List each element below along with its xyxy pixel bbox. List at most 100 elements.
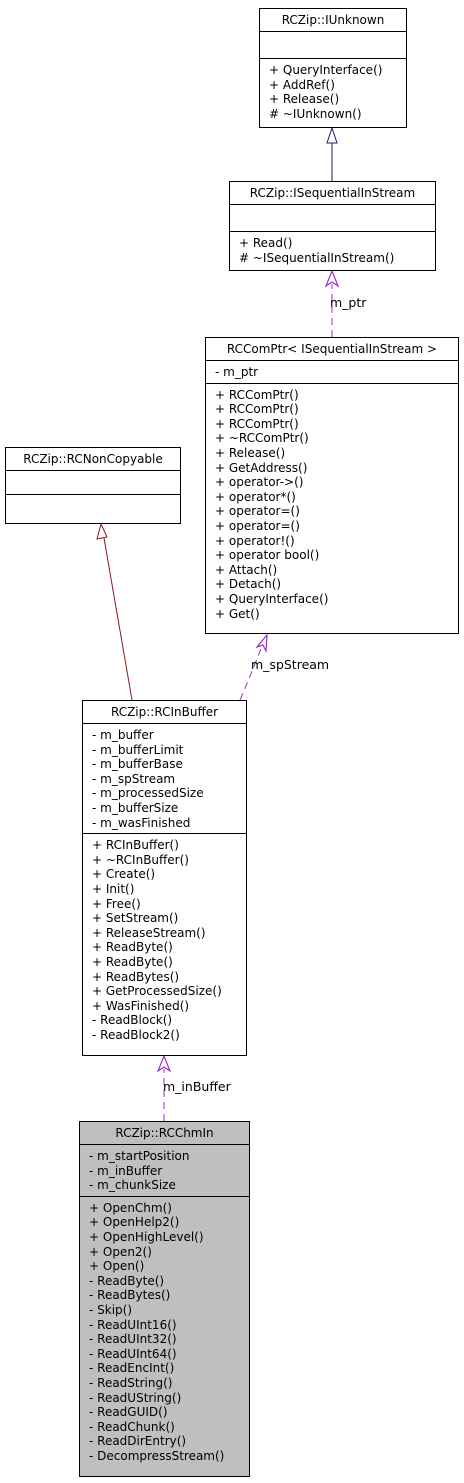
method-row: - ReadUInt32() [89, 1332, 177, 1347]
method-row: + operator bool() [215, 548, 320, 563]
method-row: + WasFinished() [92, 998, 190, 1013]
method-row: - Skip() [89, 1302, 133, 1317]
method-row: + ReleaseStream() [92, 925, 206, 940]
method-row: + Detach() [215, 577, 282, 592]
method-row: + Release() [269, 92, 340, 107]
methods-section: + RCInBuffer()+ ~RCInBuffer()+ Create()+… [83, 833, 246, 1045]
method-row: - ReadString() [89, 1375, 173, 1390]
method-row: - ReadByte() [89, 1273, 165, 1288]
method-row: + Open2() [89, 1244, 152, 1259]
method-row: - ReadBlock2() [92, 1027, 180, 1042]
method-row: + RCComPtr() [215, 387, 299, 402]
method-row: + GetProcessedSize() [92, 984, 222, 999]
methods-section [6, 494, 180, 518]
class-iunknown: RCZip::IUnknown + QueryInterface()+ AddR… [259, 8, 407, 128]
inheritance-edge-rcinbuffer-rcnoncopyable [103, 537, 133, 701]
method-row: + QueryInterface() [269, 63, 383, 77]
method-row: # ~IUnknown() [269, 106, 362, 121]
method-row: + operator->() [215, 475, 304, 490]
usage-arrowhead-m-inbuffer [156, 1054, 172, 1073]
class-rcchmin: RCZip::RCChmIn - m_startPosition- m_inBu… [79, 1121, 250, 1477]
class-title: RCZip::RCNonCopyable [6, 448, 180, 471]
inheritance-arrowhead-rcnoncopyable [96, 522, 108, 540]
usage-edge-m-spstream [239, 645, 263, 701]
methods-section: + Read()# ~ISequentialInStream() [230, 231, 435, 268]
method-row: + operator!() [215, 533, 295, 548]
attributes-section: - m_buffer- m_bufferLimit- m_bufferBase-… [83, 724, 246, 833]
attribute-row: - m_bufferBase [92, 757, 183, 772]
attribute-row: - m_buffer [92, 728, 154, 742]
attributes-section: - m_ptr [206, 361, 458, 383]
attributes-section [6, 471, 180, 494]
attribute-row: - m_inBuffer [89, 1163, 163, 1178]
method-row: + AddRef() [269, 77, 335, 92]
attribute-row: - m_spStream [92, 771, 176, 786]
edge-label-m-spstream: m_spStream [251, 657, 330, 672]
method-row: + RCComPtr() [215, 416, 299, 431]
attribute-row: - m_wasFinished [92, 815, 191, 830]
attribute-row: - m_chunkSize [89, 1178, 176, 1193]
method-row: + Open() [89, 1259, 145, 1274]
attributes-section: - m_startPosition- m_inBuffer- m_chunkSi… [80, 1145, 249, 1196]
inheritance-arrowhead-iunknown [326, 126, 338, 144]
method-row: - ReadDirEntry() [89, 1434, 187, 1449]
method-row: - ReadUInt64() [89, 1346, 177, 1361]
method-row: + GetAddress() [215, 460, 308, 475]
class-title: RCZip::ISequentialInStream [230, 182, 435, 205]
method-row: + OpenHighLevel() [89, 1229, 204, 1244]
method-row: + operator=() [215, 504, 300, 519]
method-row: - DecompressStream() [89, 1448, 225, 1463]
class-rcnoncopyable: RCZip::RCNonCopyable [5, 447, 181, 524]
attribute-row: - m_bufferSize [92, 800, 179, 815]
method-row: + ~RCComPtr() [215, 431, 309, 446]
class-title: RCZip::RCChmIn [80, 1122, 249, 1145]
class-isequentialinstream: RCZip::ISequentialInStream + Read()# ~IS… [229, 181, 436, 271]
method-row: + ReadBytes() [92, 969, 180, 984]
attribute-row: - m_processedSize [92, 786, 204, 801]
method-row: - ReadGUID() [89, 1405, 168, 1420]
attribute-row: - m_bufferLimit [92, 742, 184, 757]
method-row: + ReadByte() [92, 954, 173, 969]
class-rccomptr: RCComPtr< ISequentialInStream > - m_ptr … [205, 337, 459, 634]
method-row: - ReadUString() [89, 1390, 182, 1405]
method-row: + Free() [92, 896, 141, 911]
method-row: + OpenChm() [89, 1200, 172, 1215]
method-row: # ~ISequentialInStream() [239, 250, 395, 265]
class-title: RCZip::IUnknown [260, 9, 406, 32]
method-row: + ~RCInBuffer() [92, 852, 189, 867]
method-row: + Create() [92, 867, 156, 882]
methods-section: + OpenChm()+ OpenHelp2()+ OpenHighLevel(… [80, 1195, 249, 1467]
class-rcinbuffer: RCZip::RCInBuffer - m_buffer- m_bufferLi… [82, 700, 247, 1056]
attributes-section [230, 205, 435, 231]
method-row: + SetStream() [92, 911, 179, 926]
usage-arrowhead-m-spstream [255, 633, 268, 654]
method-row: + Release() [215, 445, 286, 460]
methods-section: + QueryInterface()+ AddRef()+ Release()#… [260, 58, 406, 124]
method-row: + operator=() [215, 518, 300, 533]
method-row: + Init() [92, 881, 135, 896]
class-title: RCComPtr< ISequentialInStream > [206, 338, 458, 361]
attributes-section [260, 32, 406, 58]
method-row: + ReadByte() [92, 940, 173, 955]
attribute-row: - m_ptr [215, 365, 259, 379]
edge-label-m-inbuffer: m_inBuffer [163, 1079, 231, 1094]
method-row: - ReadChunk() [89, 1419, 175, 1434]
attribute-row: - m_startPosition [89, 1149, 190, 1163]
method-row: - ReadUInt16() [89, 1317, 177, 1332]
method-row: + Read() [239, 236, 293, 250]
method-row: + Get() [215, 606, 260, 621]
methods-section: + RCComPtr()+ RCComPtr()+ RCComPtr()+ ~R… [206, 382, 458, 625]
method-row: - ReadEncInt() [89, 1361, 175, 1376]
usage-arrowhead-m-ptr [324, 269, 340, 288]
method-row: + operator*() [215, 489, 296, 504]
method-row: - ReadBlock() [92, 1013, 173, 1028]
method-row: - ReadBytes() [89, 1288, 171, 1303]
method-row: + Attach() [215, 562, 278, 577]
class-title: RCZip::RCInBuffer [83, 701, 246, 724]
method-row: + QueryInterface() [215, 591, 329, 606]
edge-label-m-ptr: m_ptr [330, 295, 367, 310]
method-row: + OpenHelp2() [89, 1215, 180, 1230]
method-row: + RCComPtr() [215, 402, 299, 417]
method-row: + RCInBuffer() [92, 838, 179, 853]
